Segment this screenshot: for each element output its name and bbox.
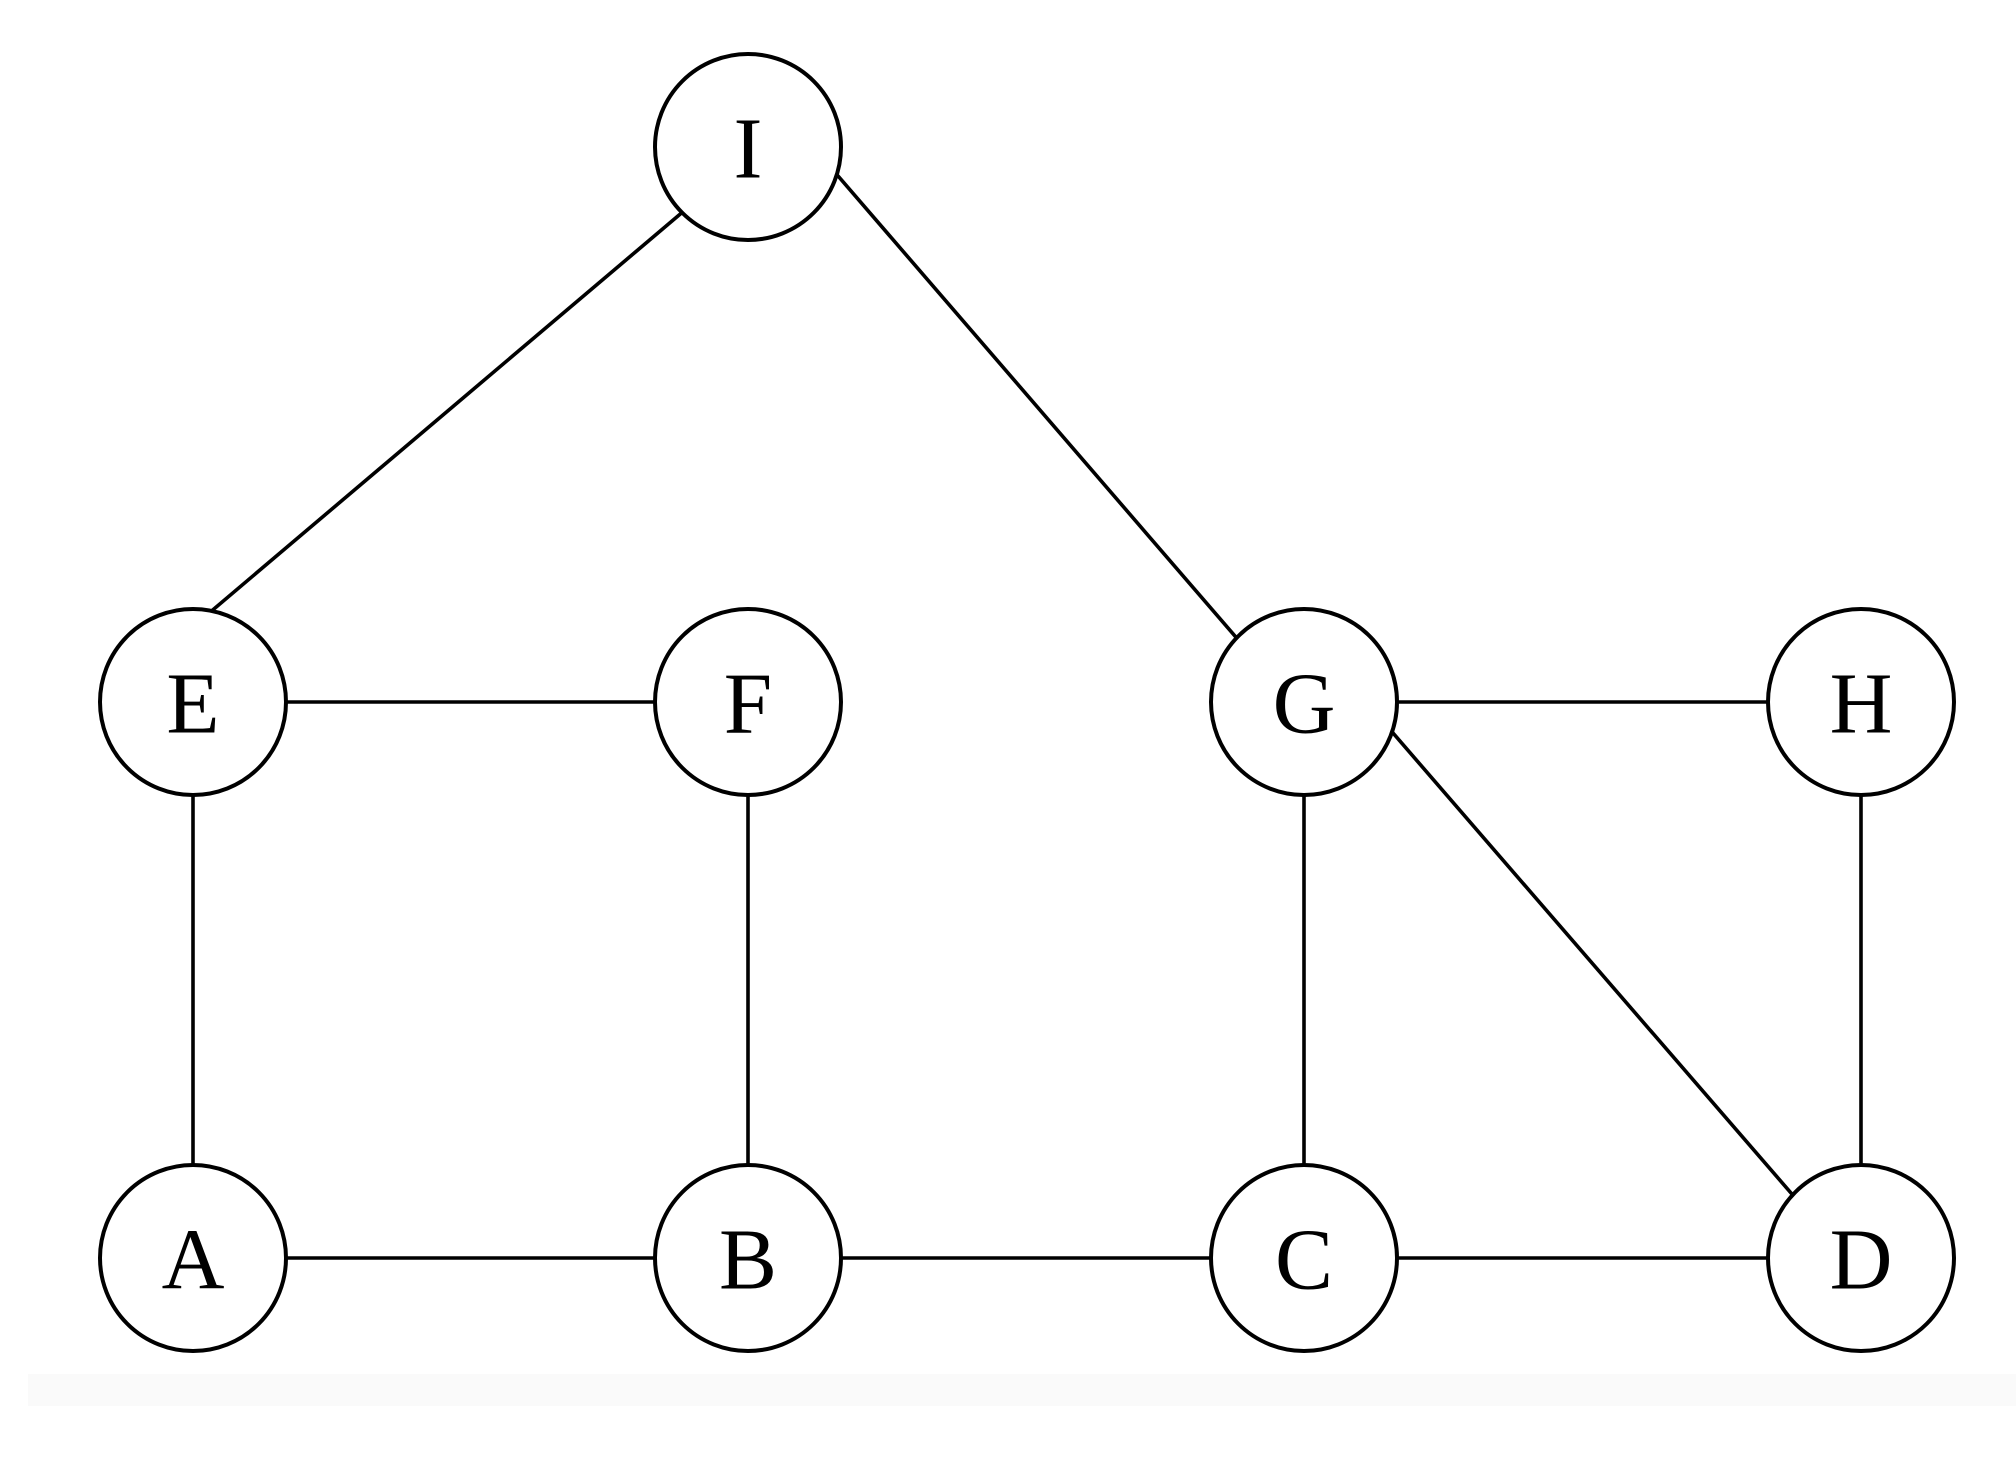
edge-I-E — [193, 197, 700, 627]
footer-band — [28, 1374, 2016, 1406]
edge-I-G — [824, 160, 1249, 652]
node-F: F — [653, 607, 843, 797]
node-C: C — [1209, 1163, 1399, 1353]
edge-G-D — [1378, 716, 1806, 1210]
edges-layer — [191, 160, 1863, 1260]
footer-band-layer — [28, 1374, 2016, 1406]
node-H-label: H — [1830, 654, 1893, 751]
node-H-circle — [1766, 607, 1956, 797]
node-B-label: B — [719, 1210, 777, 1307]
node-D: D — [1766, 1163, 1956, 1353]
node-C-label: C — [1275, 1210, 1333, 1307]
node-A: A — [98, 1163, 288, 1353]
node-A-label: A — [162, 1210, 225, 1307]
node-E-label: E — [166, 654, 219, 751]
node-G: G — [1209, 607, 1399, 797]
nodes-layer: I E F G H A B C D — [98, 52, 1956, 1353]
node-G-circle — [1209, 607, 1399, 797]
node-D-circle — [1766, 1163, 1956, 1353]
node-I: I — [653, 52, 843, 242]
node-F-label: F — [724, 654, 772, 751]
node-B-circle — [653, 1163, 843, 1353]
node-G-label: G — [1273, 654, 1336, 751]
node-D-label: D — [1830, 1210, 1893, 1307]
node-C-circle — [1209, 1163, 1399, 1353]
node-E: E — [98, 607, 288, 797]
node-A-circle — [98, 1163, 288, 1353]
node-E-circle — [98, 607, 288, 797]
node-H: H — [1766, 607, 1956, 797]
node-I-circle — [653, 52, 843, 242]
node-B: B — [653, 1163, 843, 1353]
node-F-circle — [653, 607, 843, 797]
node-I-label: I — [734, 99, 763, 196]
